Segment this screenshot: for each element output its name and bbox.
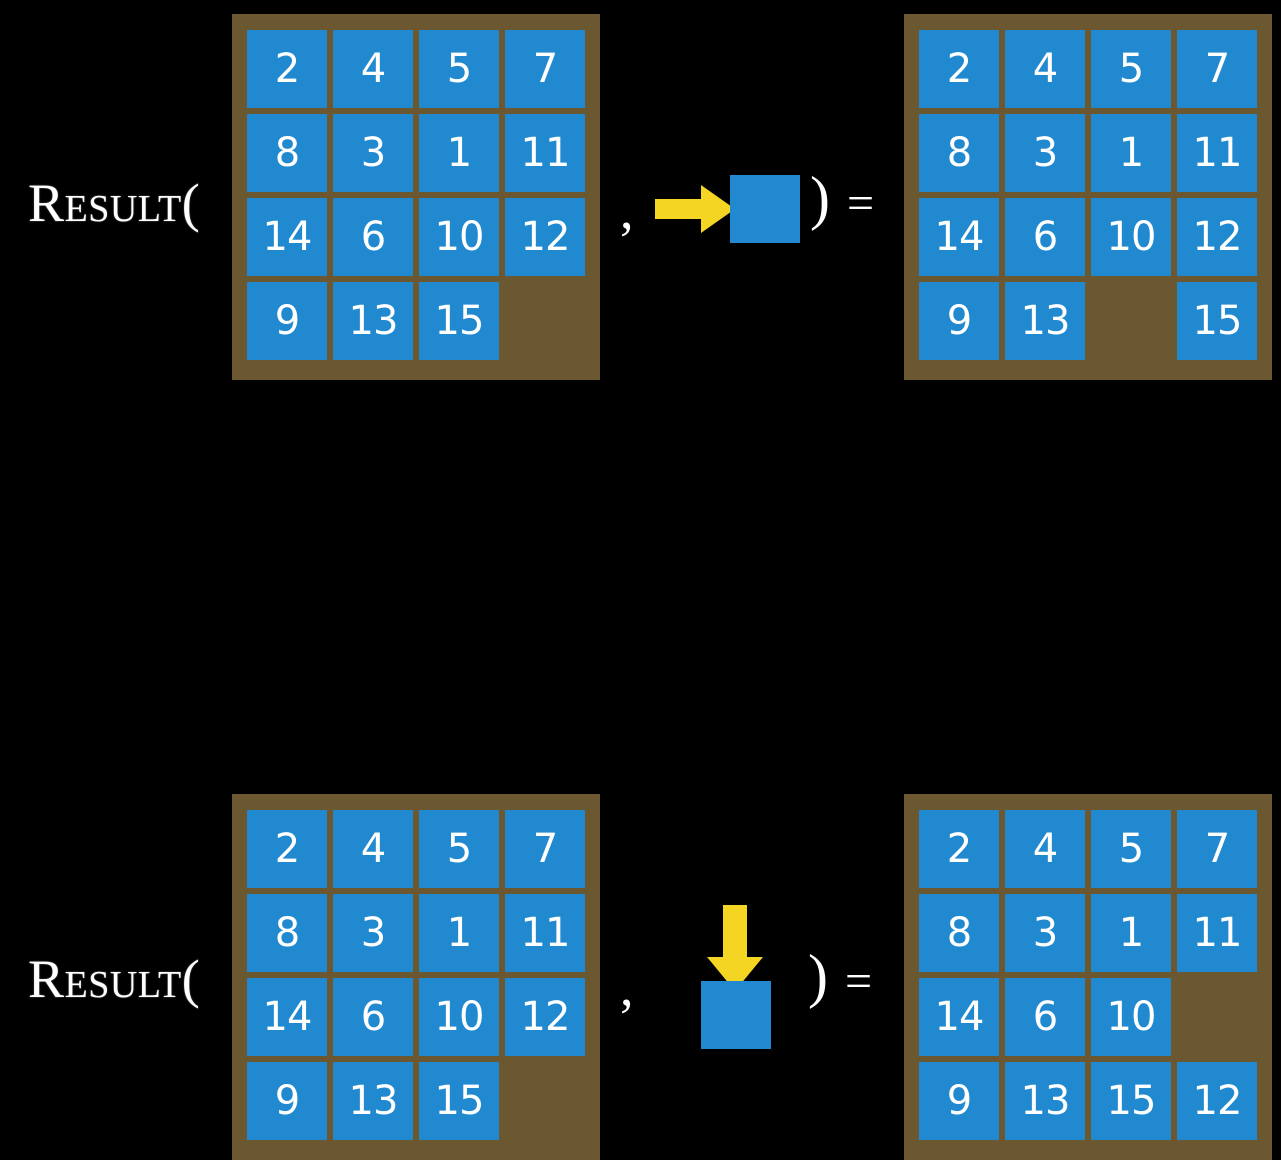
puzzle-tile: 3	[333, 894, 413, 972]
puzzle-tile: 1	[1091, 894, 1171, 972]
puzzle-tile: 11	[1177, 114, 1257, 192]
puzzle-tile: 8	[919, 114, 999, 192]
puzzle-tile: 7	[1177, 810, 1257, 888]
puzzle-tile: 3	[333, 114, 413, 192]
result-function-label-2: Result(	[28, 949, 201, 1009]
puzzle-tile: 8	[919, 894, 999, 972]
puzzle-tile: 11	[505, 894, 585, 972]
equals-sign-1: =	[847, 177, 875, 230]
puzzle-tile: 13	[333, 1062, 413, 1140]
puzzle-tile: 7	[505, 810, 585, 888]
puzzle-tile: 8	[247, 894, 327, 972]
equals-sign-2: =	[845, 955, 873, 1008]
puzzle-tile: 4	[1005, 30, 1085, 108]
puzzle-tile: 2	[919, 30, 999, 108]
puzzle-tile: 3	[1005, 114, 1085, 192]
move-tile-1	[730, 175, 800, 243]
puzzle-tile: 12	[505, 198, 585, 276]
argument-separator-comma-2: ,	[620, 957, 634, 1017]
puzzle-tile: 1	[1091, 114, 1171, 192]
puzzle-empty-cell	[505, 282, 585, 360]
puzzle-tile: 3	[1005, 894, 1085, 972]
arrow-right-icon	[655, 185, 735, 233]
puzzle-tile: 14	[247, 978, 327, 1056]
puzzle-tile: 7	[1177, 30, 1257, 108]
close-paren-2: )	[808, 943, 828, 1009]
arrow-down-icon	[707, 905, 763, 991]
close-paren-1: )	[810, 165, 830, 231]
puzzle-tile: 8	[247, 114, 327, 192]
puzzle-tile: 14	[919, 978, 999, 1056]
argument-separator-comma-1: ,	[620, 180, 634, 240]
puzzle-tile: 5	[419, 810, 499, 888]
puzzle-tile: 7	[505, 30, 585, 108]
puzzle-tile: 6	[1005, 198, 1085, 276]
puzzle-tile: 15	[419, 282, 499, 360]
puzzle-tile: 12	[1177, 198, 1257, 276]
puzzle-empty-cell	[505, 1062, 585, 1140]
puzzle-tile: 14	[919, 198, 999, 276]
puzzle-tile: 11	[505, 114, 585, 192]
result-function-label-1: Result(	[28, 173, 201, 233]
puzzle-tile: 5	[419, 30, 499, 108]
puzzle-tile: 2	[247, 810, 327, 888]
puzzle-tile: 13	[1005, 282, 1085, 360]
puzzle-tile: 10	[1091, 978, 1171, 1056]
puzzle-tile: 6	[1005, 978, 1085, 1056]
move-tile-2	[701, 981, 771, 1049]
puzzle-empty-cell	[1091, 282, 1171, 360]
puzzle-tile: 6	[333, 978, 413, 1056]
puzzle-tile: 15	[419, 1062, 499, 1140]
puzzle-tile: 11	[1177, 894, 1257, 972]
puzzle-tile: 10	[1091, 198, 1171, 276]
puzzle-tile: 10	[419, 978, 499, 1056]
puzzle-tile: 13	[1005, 1062, 1085, 1140]
puzzle-tile: 14	[247, 198, 327, 276]
puzzle-tile: 4	[1005, 810, 1085, 888]
puzzle-tile: 9	[247, 282, 327, 360]
puzzle-tile: 4	[333, 30, 413, 108]
puzzle-tile: 15	[1091, 1062, 1171, 1140]
puzzle-tile: 12	[505, 978, 585, 1056]
puzzle-tile: 2	[247, 30, 327, 108]
puzzle-tile: 5	[1091, 810, 1171, 888]
puzzle-tile: 2	[919, 810, 999, 888]
puzzle-empty-cell	[1177, 978, 1257, 1056]
puzzle-tile: 9	[247, 1062, 327, 1140]
puzzle-tile: 13	[333, 282, 413, 360]
puzzle-tile: 15	[1177, 282, 1257, 360]
puzzle-tile: 1	[419, 114, 499, 192]
puzzle-tile: 5	[1091, 30, 1171, 108]
puzzle-tile: 12	[1177, 1062, 1257, 1140]
puzzle-tile: 1	[419, 894, 499, 972]
puzzle-tile: 9	[919, 1062, 999, 1140]
puzzle-tile: 4	[333, 810, 413, 888]
puzzle-tile: 9	[919, 282, 999, 360]
puzzle-tile: 10	[419, 198, 499, 276]
puzzle-tile: 6	[333, 198, 413, 276]
